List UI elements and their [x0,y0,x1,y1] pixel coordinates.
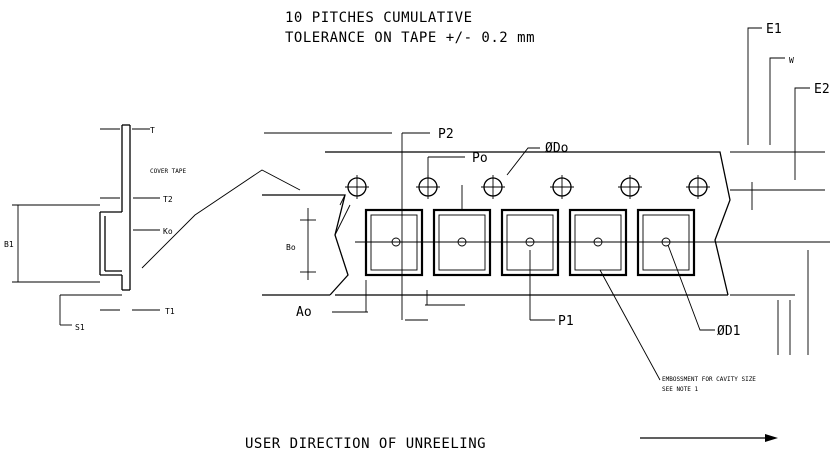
label-cover-tape: COVER TAPE [150,168,187,175]
side-view [12,124,301,326]
label-ao: Ao [296,305,312,320]
label-e1: E1 [766,22,782,37]
label-po: Po [472,151,488,166]
cavity [636,208,696,277]
sprocket-hole [481,175,505,199]
label-t2: T2 [163,195,173,204]
label-p1: P1 [558,314,574,329]
cavity [364,208,424,277]
cavity [568,208,628,277]
label-ko: Ko [163,227,173,236]
header-note-line1: 10 PITCHES CUMULATIVE [285,10,473,26]
header-note-line2: TOLERANCE ON TAPE +/- 0.2 mm [285,30,535,46]
label-w: W [789,56,794,65]
unreeling-arrow-icon [640,434,778,442]
label-b1: B1 [4,240,14,249]
label-e2: E2 [814,82,830,97]
label-t1: T1 [165,307,175,316]
label-t: T [150,126,155,135]
label-bo: Bo [286,243,296,252]
sprocket-hole [416,175,440,199]
label-s1: S1 [75,323,85,332]
sprocket-hole [345,175,369,199]
label-p2: P2 [438,127,454,142]
sprocket-hole [550,175,574,199]
cavity [432,208,492,277]
tape-top-view [262,27,830,381]
embossment-note-line1: EMBOSSMENT FOR CAVITY SIZE [662,376,756,383]
sprocket-hole [618,175,642,199]
label-d1: ØD1 [717,324,740,339]
sprocket-hole [686,175,710,199]
label-do: ØDo [545,141,568,156]
unreeling-direction-text: USER DIRECTION OF UNREELING [245,436,486,451]
embossment-note-line2: SEE NOTE 1 [662,386,699,393]
